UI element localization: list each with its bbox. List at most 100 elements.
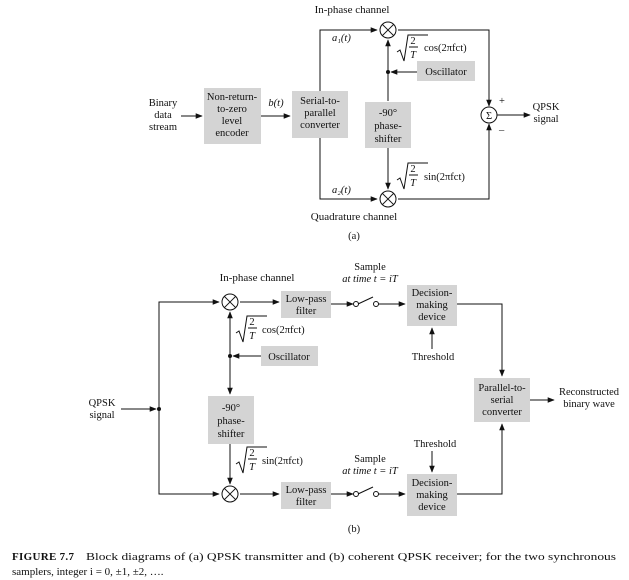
- svg-text:cos(2πfсt): cos(2πfсt): [262, 325, 305, 336]
- svg-text:signal: signal: [533, 114, 558, 125]
- tx-cos-expression: 2 T cos(2πfсt): [396, 34, 467, 62]
- tx-quad-to-sum: [398, 123, 492, 200]
- svg-text:Oscillator: Oscillator: [425, 67, 467, 78]
- tx-inphase-title: In-phase channel: [315, 4, 390, 16]
- rx-lowpass-filter-bottom: Low-pass filter: [281, 482, 331, 509]
- svg-text:sin(2πfсt): sin(2πfсt): [262, 456, 303, 467]
- rx-sampler-top: [353, 296, 379, 307]
- svg-text:2: 2: [249, 317, 254, 328]
- transmitter-diagram: In-phase channel Binary data stream Non-…: [149, 4, 560, 242]
- svg-text:at time t = iT: at time t = iT: [342, 466, 399, 477]
- tx-oscillator-block: Oscillator: [417, 61, 475, 81]
- svg-text:T: T: [249, 462, 256, 473]
- rx-sample-label-bottom: Sample at time t = iT: [342, 454, 399, 477]
- svg-text:at time t = iT: at time t = iT: [342, 274, 399, 285]
- rx-threshold-top-label: Threshold: [412, 352, 455, 363]
- svg-text:Low-pass: Low-pass: [286, 294, 327, 305]
- svg-text:2: 2: [410, 164, 415, 175]
- svg-text:2: 2: [410, 36, 415, 47]
- svg-text:Non-return-: Non-return-: [207, 92, 258, 103]
- svg-text:binary wave: binary wave: [563, 399, 615, 410]
- tx-multiplier-bottom: [379, 190, 397, 208]
- svg-text:device: device: [418, 502, 446, 513]
- rx-threshold-bottom-label: Threshold: [414, 439, 457, 450]
- svg-text:Serial-to-: Serial-to-: [300, 96, 340, 107]
- tx-junction-dot: [386, 70, 390, 74]
- svg-text:Binary: Binary: [149, 98, 178, 109]
- rx-input-to-bottom: [158, 409, 220, 497]
- tx-a1-label: a₁(t): [332, 33, 351, 44]
- svg-text:making: making: [416, 300, 448, 311]
- rx-inphase-title: In-phase channel: [220, 272, 295, 284]
- svg-text:-90°: -90°: [379, 108, 397, 119]
- rx-top-to-p2s: [457, 303, 505, 377]
- svg-text:QPSK: QPSK: [89, 398, 116, 409]
- svg-text:to-zero: to-zero: [217, 104, 247, 115]
- figure-caption: FIGURE 7.7 Block diagrams of (a) QPSK tr…: [12, 551, 616, 578]
- svg-text:stream: stream: [149, 122, 177, 133]
- tx-minus-sign: –: [498, 125, 505, 136]
- tx-inphase-to-sum: [398, 29, 492, 107]
- tx-plus-sign: +: [499, 96, 505, 107]
- tx-binary-input-label: Binary data stream: [149, 98, 178, 133]
- tx-summer: Σ: [480, 106, 498, 124]
- svg-text:filter: filter: [296, 306, 317, 317]
- rx-parallel-to-serial-block: Parallel-to- serial converter: [474, 378, 530, 422]
- rx-lowpass-filter-top: Low-pass filter: [281, 291, 331, 318]
- rx-cos-expression: 2 T cos(2πfсt): [235, 315, 305, 343]
- rx-sin-expression: 2 T sin(2πfсt): [235, 446, 303, 474]
- rx-sampler-bottom: [353, 486, 379, 497]
- svg-text:converter: converter: [482, 407, 522, 418]
- rx-multiplier-bottom: [221, 485, 239, 503]
- tx-a2-line: [319, 138, 378, 202]
- svg-text:filter: filter: [296, 497, 317, 508]
- svg-text:Decision-: Decision-: [412, 478, 453, 489]
- svg-text:T: T: [410, 50, 417, 61]
- receiver-diagram: In-phase channel QPSK signal 2 T: [89, 262, 620, 535]
- tx-sin-expression: 2 T sin(2πfсt): [396, 162, 465, 190]
- svg-text:T: T: [249, 331, 256, 342]
- caption-figure-label: FIGURE 7.7: [12, 551, 74, 563]
- rx-decision-device-top: Decision- making device: [407, 285, 457, 326]
- svg-text:sin(2πfсt): sin(2πfсt): [424, 172, 465, 183]
- svg-text:phase-: phase-: [217, 416, 245, 427]
- svg-text:Reconstructed: Reconstructed: [559, 387, 620, 398]
- rx-bottom-to-p2s: [457, 423, 505, 495]
- svg-text:shifter: shifter: [375, 134, 402, 145]
- rx-sublabel: (b): [348, 524, 361, 535]
- svg-text:-90°: -90°: [222, 403, 240, 414]
- rx-reconstructed-label: Reconstructed binary wave: [559, 387, 620, 410]
- svg-text:Sample: Sample: [354, 454, 386, 465]
- tx-bt-label: b(t): [268, 98, 284, 109]
- svg-text:serial: serial: [491, 395, 514, 406]
- svg-text:Oscillator: Oscillator: [268, 352, 310, 363]
- svg-text:Sample: Sample: [354, 262, 386, 273]
- tx-a2-label: a₂(t): [332, 185, 351, 196]
- tx-sublabel: (a): [348, 231, 360, 242]
- rx-input-to-top: [158, 299, 220, 409]
- svg-text:phase-: phase-: [374, 121, 402, 132]
- rx-junction-dot: [228, 354, 232, 358]
- rx-oscillator-block: Oscillator: [261, 346, 318, 366]
- rx-sample-label-top: Sample at time t = iT: [342, 262, 399, 285]
- svg-text:converter: converter: [300, 120, 340, 131]
- tx-multiplier-top: [379, 21, 397, 39]
- tx-serial-to-parallel-block: Serial-to- parallel converter: [292, 91, 348, 138]
- svg-text:Decision-: Decision-: [412, 288, 453, 299]
- svg-text:Σ: Σ: [486, 111, 492, 122]
- svg-text:parallel: parallel: [304, 108, 336, 119]
- svg-text:signal: signal: [89, 410, 114, 421]
- caption-line-1: Block diagrams of (a) QPSK transmitter a…: [86, 551, 616, 563]
- tx-phase-shifter-block: -90° phase- shifter: [365, 102, 411, 148]
- svg-text:Parallel-to-: Parallel-to-: [478, 383, 526, 394]
- svg-text:T: T: [410, 178, 417, 189]
- rx-phase-shifter-block: -90° phase- shifter: [208, 396, 254, 444]
- tx-qpsk-output-label: QPSK signal: [533, 102, 560, 125]
- svg-text:cos(2πfсt): cos(2πfсt): [424, 43, 467, 54]
- caption-line-2: samplers, integer i = 0, ±1, ±2, ….: [12, 566, 164, 578]
- tx-nrz-encoder-block: Non-return- to-zero level encoder: [204, 88, 261, 144]
- rx-decision-device-bottom: Decision- making device: [407, 474, 457, 516]
- svg-text:data: data: [154, 110, 172, 121]
- svg-text:level: level: [222, 116, 242, 127]
